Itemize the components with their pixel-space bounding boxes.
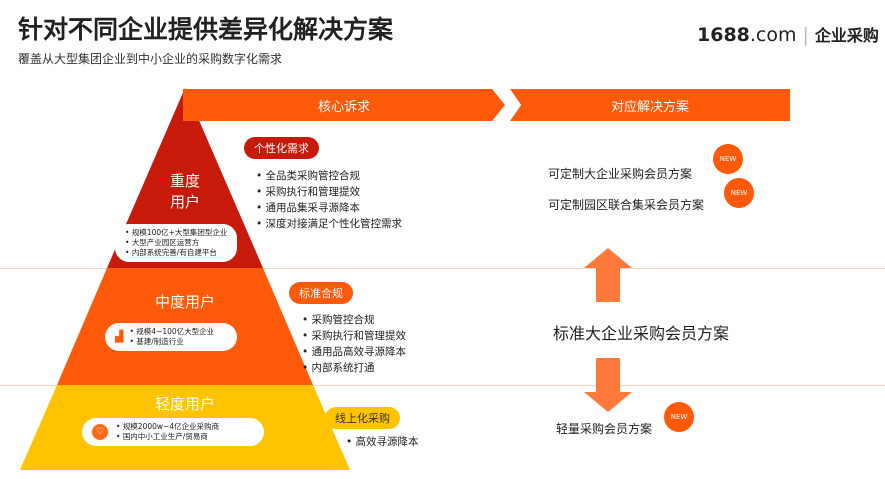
pyramid-top [107, 88, 263, 268]
page-subtitle: 覆盖从大型集团企业到中小企业的采购数字化需求 [18, 52, 283, 66]
level-heavy-details: 规模100亿+大型集团型企业大型产业园区运营方内部系统完善/有自建平台 [115, 224, 238, 262]
column-header-solutions: 对应解决方案 [510, 89, 790, 121]
divider [0, 268, 885, 269]
arrow-down [584, 358, 632, 412]
logo: 1688.com|企业采购 [697, 24, 879, 46]
heart-icon: ♡ [92, 424, 108, 440]
page-title: 针对不同企业提供差异化解决方案 [18, 15, 394, 44]
level-heavy-name: 重度用户 [169, 172, 200, 211]
solution-park-custom: 可定制园区联合集采会员方案 [548, 198, 705, 212]
new-badge: NEW [724, 178, 754, 208]
needs-medium: 采购管控合规采购执行和管理提效通用品高效寻源降本内部系统打通 [302, 312, 407, 376]
needs-light: 高效寻源降本 [346, 434, 419, 450]
level-light-name: 轻度用户 [154, 395, 215, 413]
new-badge: NEW [664, 402, 694, 432]
tag-standard: 标准合规 [289, 282, 353, 304]
needs-heavy: 全品类采购管控合规采购执行和管理提效通用品集采寻源降本深度对接满足个性化管控需求 [256, 168, 403, 232]
solution-standard: 标准大企业采购会员方案 [553, 324, 730, 343]
tag-personalized: 个性化需求 [244, 137, 319, 159]
factory-icon: ▟ [115, 330, 124, 343]
level-medium-details: ▟规模4~100亿大型企业基建/制造行业 [105, 323, 237, 351]
divider [0, 385, 885, 386]
tag-online: 线上化采购 [325, 407, 400, 429]
solution-light: 轻量采购会员方案 [556, 422, 653, 436]
new-badge: NEW [713, 144, 743, 174]
level-medium-name: 中度用户 [154, 293, 215, 311]
level-light-details: ♡规模2000w~4亿企业采购商国内中小工业生产/贸易商 [82, 418, 264, 446]
solution-enterprise-custom: 可定制大企业采购会员方案 [548, 167, 693, 181]
column-header-needs: 核心诉求 [183, 89, 505, 121]
arrow-up [584, 248, 632, 302]
